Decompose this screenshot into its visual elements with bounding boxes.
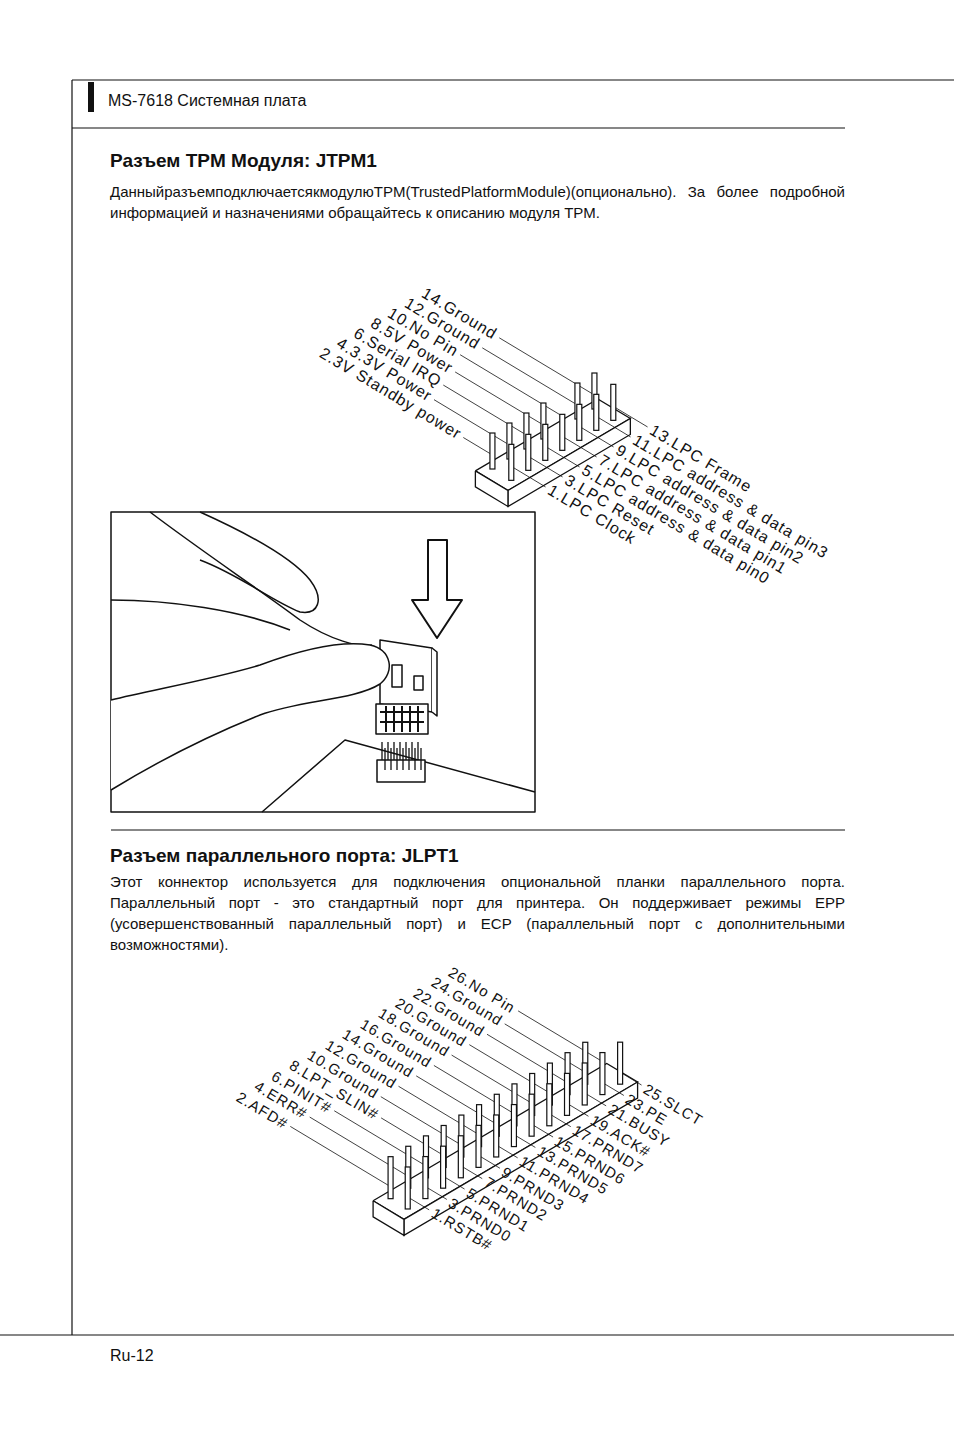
header-pin bbox=[441, 1146, 446, 1188]
header-pin bbox=[529, 1094, 534, 1136]
header-pin bbox=[594, 394, 599, 430]
leader-line bbox=[399, 1086, 480, 1134]
leader-line bbox=[434, 1065, 515, 1113]
down-arrow bbox=[412, 540, 462, 638]
leader-line bbox=[290, 1126, 390, 1186]
section-heading: Разъем TPM Модуля: JTPM1 bbox=[110, 150, 377, 173]
page-rules bbox=[0, 80, 954, 1335]
chip bbox=[392, 665, 402, 687]
body-text: Этот коннектор используется для подключе… bbox=[110, 871, 845, 955]
tpm-socket bbox=[376, 704, 428, 734]
header-pin bbox=[388, 1157, 393, 1199]
body-text: Ru-12 bbox=[110, 1346, 154, 1365]
rule bbox=[72, 79, 954, 80]
finger bbox=[200, 512, 318, 612]
header-pin bbox=[560, 414, 565, 450]
tpm-card-edge bbox=[432, 648, 437, 716]
leader-line bbox=[620, 1072, 641, 1085]
header-block bbox=[475, 471, 508, 507]
board-edge bbox=[262, 740, 535, 812]
header-pin bbox=[526, 434, 531, 470]
leader-line bbox=[455, 372, 543, 425]
board-pins bbox=[382, 742, 421, 770]
photo-frame bbox=[111, 512, 535, 812]
leader-line bbox=[518, 1011, 603, 1062]
header-pin bbox=[405, 1167, 410, 1209]
header-pin bbox=[490, 433, 495, 469]
leader-line bbox=[469, 1045, 550, 1093]
header-pin bbox=[494, 1115, 499, 1157]
leader-line bbox=[463, 437, 492, 455]
rule bbox=[72, 127, 845, 128]
tpm-card bbox=[380, 640, 432, 712]
finger bbox=[150, 512, 372, 646]
header-pin bbox=[458, 1136, 463, 1178]
leader-line bbox=[613, 406, 647, 427]
body-text: MS-7618 Системная плата bbox=[108, 91, 306, 110]
body-text: ДанныйразъемподключаетсякмодулюTPM(Trust… bbox=[110, 181, 845, 223]
board-header bbox=[377, 760, 425, 782]
rule bbox=[0, 1334, 954, 1335]
finger bbox=[111, 600, 290, 630]
header-pin bbox=[476, 1125, 481, 1167]
header-pin bbox=[543, 424, 548, 460]
header-pin bbox=[600, 1053, 605, 1095]
leader-line bbox=[334, 1111, 426, 1166]
header-pin bbox=[509, 444, 514, 480]
header-pin bbox=[565, 1073, 570, 1115]
rule bbox=[71, 80, 72, 1335]
header-pin bbox=[618, 1042, 623, 1084]
header-pin bbox=[511, 1105, 516, 1147]
leader-line bbox=[416, 1076, 497, 1124]
header-pin bbox=[547, 1084, 552, 1126]
header-bar bbox=[88, 82, 94, 112]
header-pin bbox=[423, 1157, 428, 1199]
leader-line bbox=[381, 1118, 444, 1156]
section-heading: Разъем параллельного порта: JLPT1 bbox=[110, 845, 459, 868]
header-pin bbox=[611, 384, 616, 420]
leader-line bbox=[381, 1097, 462, 1145]
rule bbox=[111, 829, 845, 830]
leader-line bbox=[487, 1034, 568, 1082]
header-pin bbox=[582, 1063, 587, 1105]
leader-line bbox=[505, 1024, 586, 1072]
header-block bbox=[373, 1201, 404, 1236]
install-photo bbox=[111, 512, 535, 812]
component bbox=[414, 676, 423, 690]
header-pin bbox=[577, 404, 582, 440]
leader-line bbox=[452, 1055, 533, 1103]
thumb bbox=[111, 644, 389, 790]
socket-holes bbox=[380, 706, 424, 732]
